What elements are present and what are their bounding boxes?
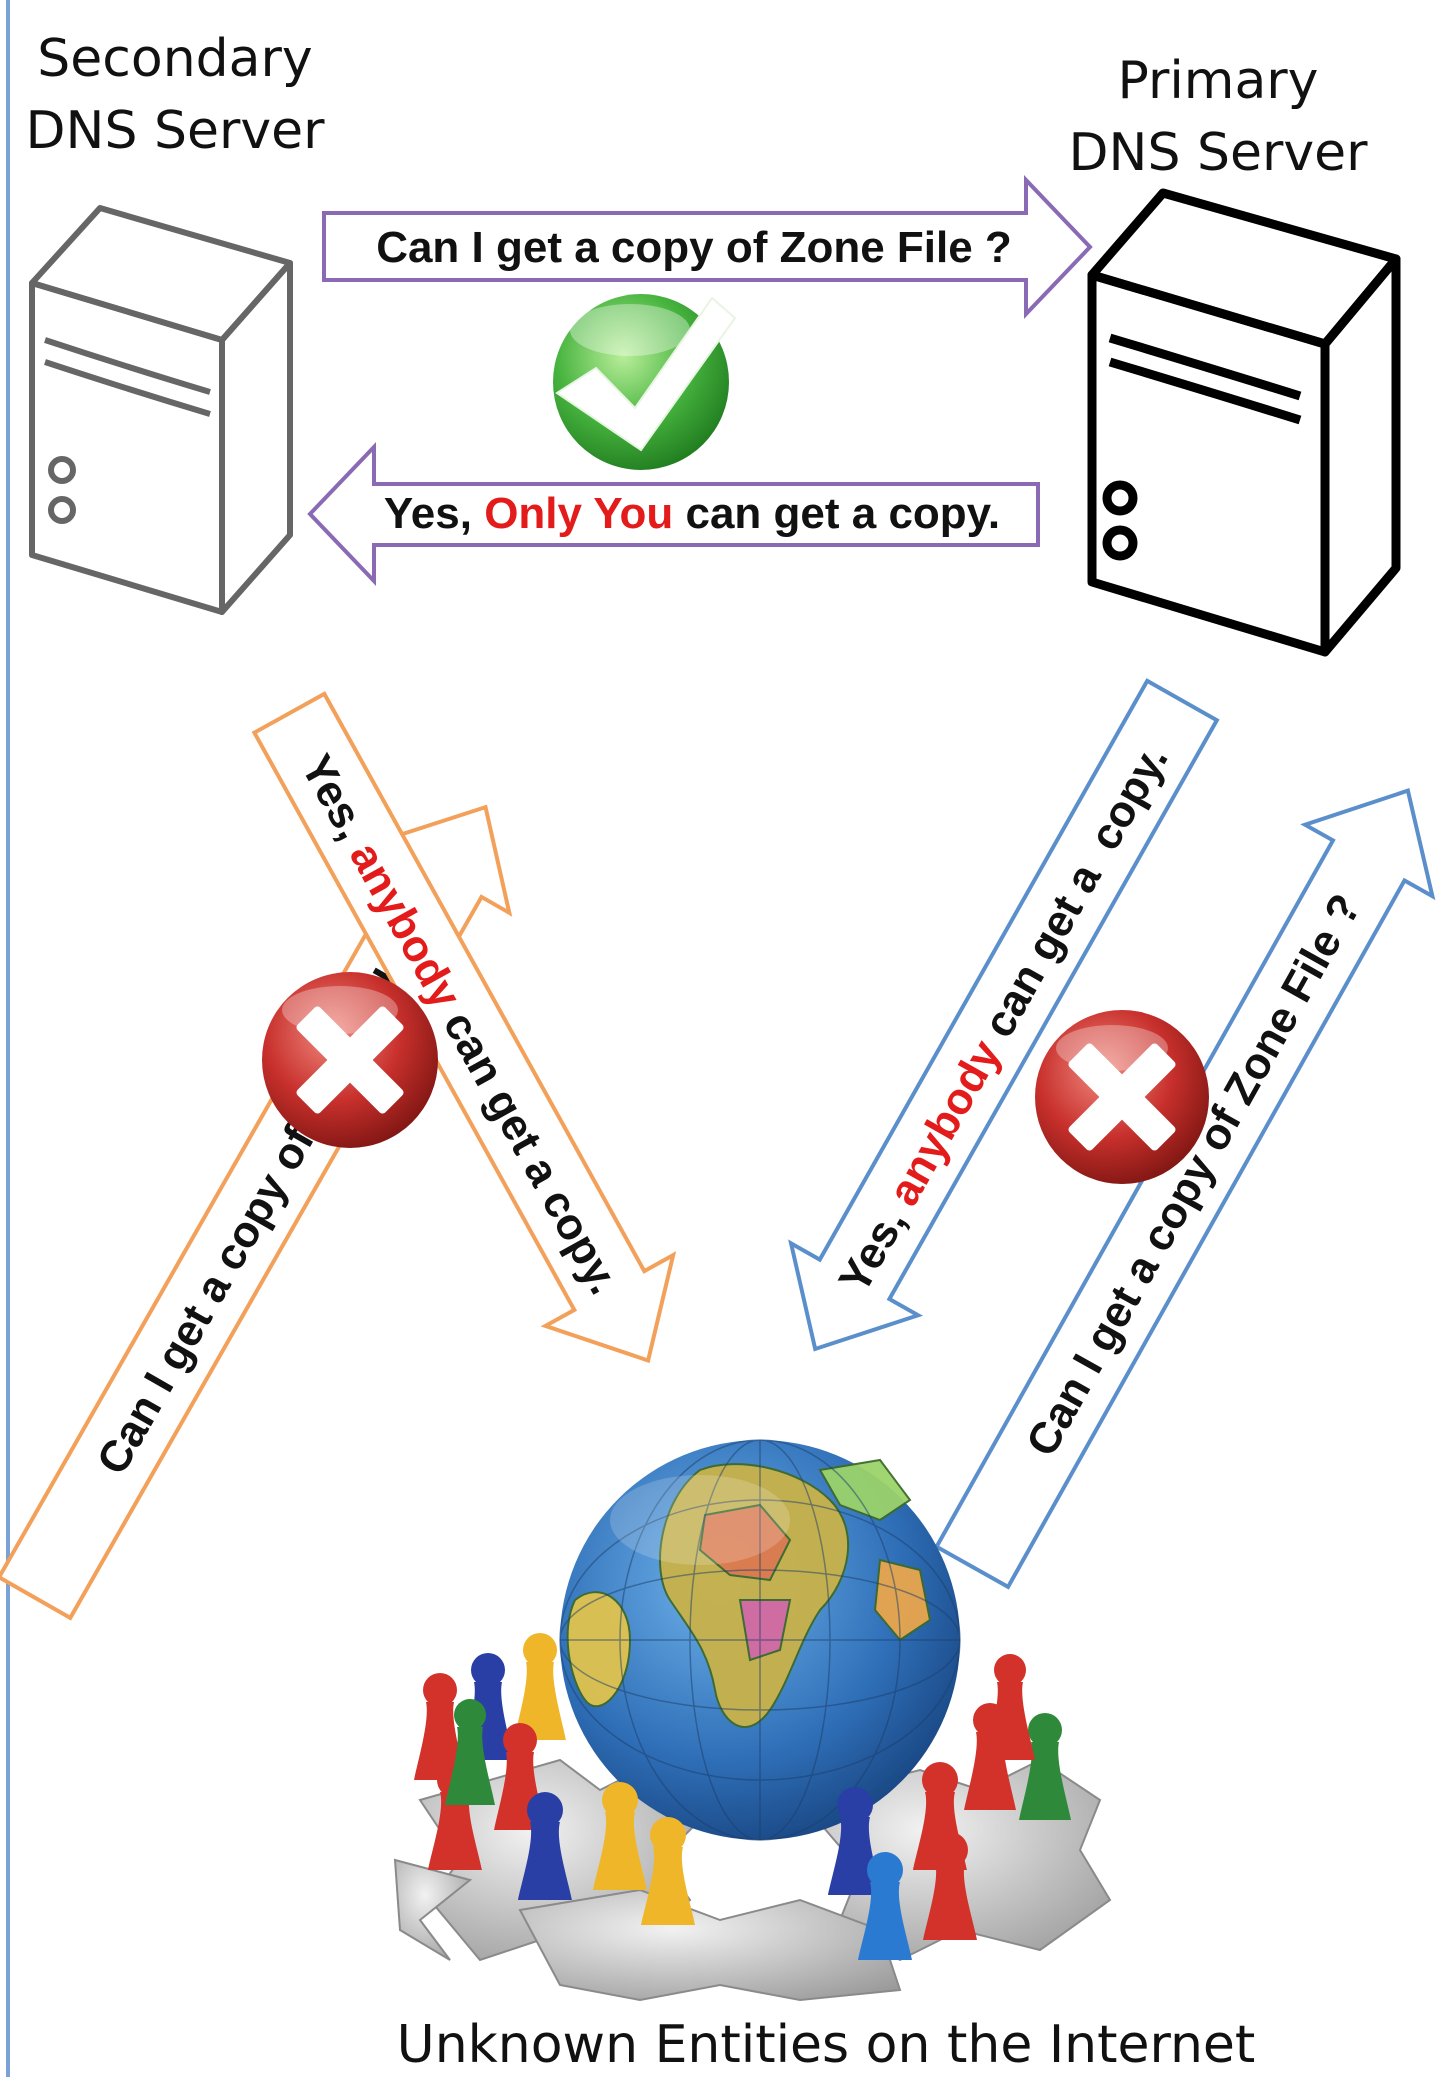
top-response-text: Yes, Only You can get a copy.: [384, 489, 1000, 538]
top-request-text: Can I get a copy of Zone File ?: [376, 223, 1012, 272]
pawn-icon: [414, 1633, 1071, 1960]
top-response-highlight: Only You: [484, 489, 673, 538]
right-response-suffix: can get a copy.: [968, 737, 1178, 1056]
left-response-suffix: can get a copy.: [428, 993, 629, 1303]
primary-server-icon: [1087, 188, 1401, 657]
secondary-server-icon: [29, 205, 293, 615]
left-request-arrow: Can I get a copy of Zone File ?: [0, 804, 513, 1621]
right-request-arrow: Can I get a copy of Zone File ?: [933, 788, 1436, 1590]
globe-continents: [566, 1458, 932, 1729]
secondary-server-title-line1: Secondary: [37, 29, 312, 89]
internet-globe-illustration: [393, 1439, 1112, 2002]
cross-icon: [1035, 1010, 1209, 1184]
secondary-server-title-line2: DNS Server: [26, 101, 326, 161]
top-response-prefix: Yes,: [384, 489, 484, 538]
top-response-suffix: can get a copy.: [673, 489, 1000, 538]
primary-server-title-line1: Primary: [1118, 51, 1319, 111]
page-border: [6, 0, 10, 2077]
top-response-arrow: Yes, Only You can get a copy.: [307, 442, 1040, 586]
checkmark-icon: [553, 294, 737, 470]
globe-gridlines: [559, 1439, 961, 1841]
top-request-arrow: Can I get a copy of Zone File ?: [322, 175, 1093, 319]
cross-icon: [262, 972, 438, 1148]
bottom-label: Unknown Entities on the Internet: [397, 2015, 1256, 2075]
primary-server-title-line2: DNS Server: [1069, 123, 1369, 183]
